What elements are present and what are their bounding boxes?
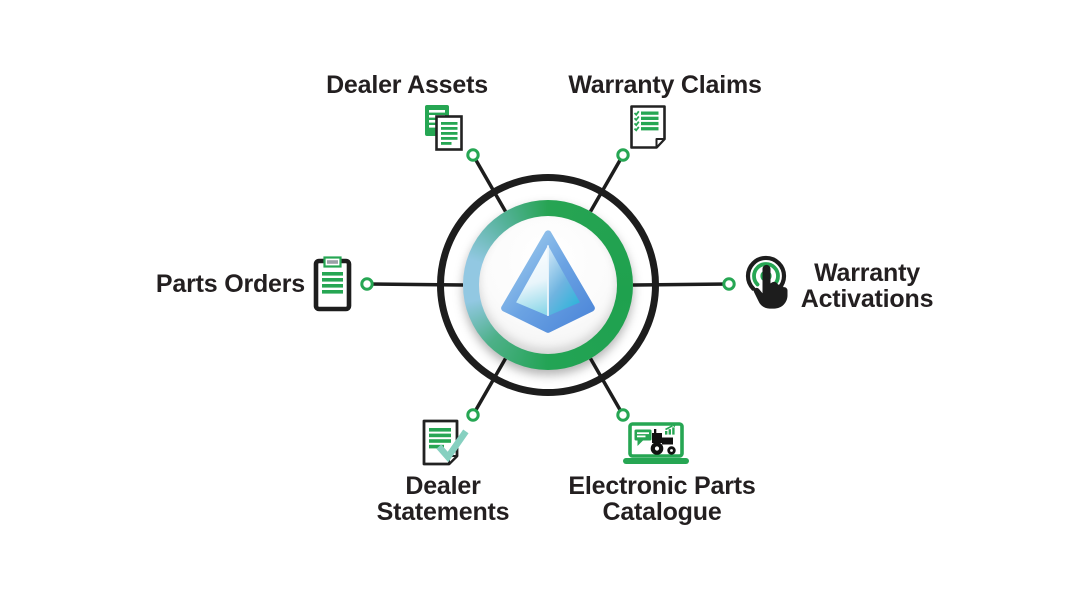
prism-logo (501, 230, 595, 333)
documents-pair-icon (425, 105, 463, 151)
tap-hand-icon (745, 255, 788, 309)
growth-chart (665, 424, 676, 435)
dealer-statements-line2: Statements (376, 498, 510, 526)
connector-dot (616, 408, 630, 422)
hub-outer-circle (437, 174, 659, 396)
electronic-parts-catalogue-line2: Catalogue (602, 498, 722, 526)
parts-catalogue-laptop-icon (623, 422, 689, 464)
prism-right-face (548, 245, 580, 316)
warranty-activations-label: Warranty Activations (796, 260, 938, 312)
dealer-statements-line1: Dealer (405, 472, 481, 500)
connector-dot (360, 277, 374, 291)
warranty-claims-label: Warranty Claims (568, 71, 762, 99)
connector-dot (616, 148, 630, 162)
clipboard-icon (313, 256, 352, 312)
parts-orders-label: Parts Orders (155, 270, 305, 298)
connector-dot (466, 408, 480, 422)
warranty-activations-line2: Activations (800, 285, 934, 313)
claim-checklist-document-icon (630, 105, 666, 149)
connector-dot (466, 148, 480, 162)
laptop-base (623, 458, 689, 464)
statement-check-document-icon (422, 419, 469, 466)
speech-bubble (634, 429, 652, 446)
prism-left-face (516, 245, 548, 316)
pointing-hand (753, 264, 788, 309)
connector-dot (722, 277, 736, 291)
warranty-activations-line1: Warranty (814, 259, 920, 287)
tractor (650, 429, 676, 455)
dealer-assets-label: Dealer Assets (326, 71, 488, 99)
electronic-parts-catalogue-line1: Electronic Parts (568, 472, 756, 500)
electronic-parts-catalogue-label: Electronic Parts Catalogue (542, 473, 782, 525)
dealer-statements-label: Dealer Statements (343, 473, 543, 525)
